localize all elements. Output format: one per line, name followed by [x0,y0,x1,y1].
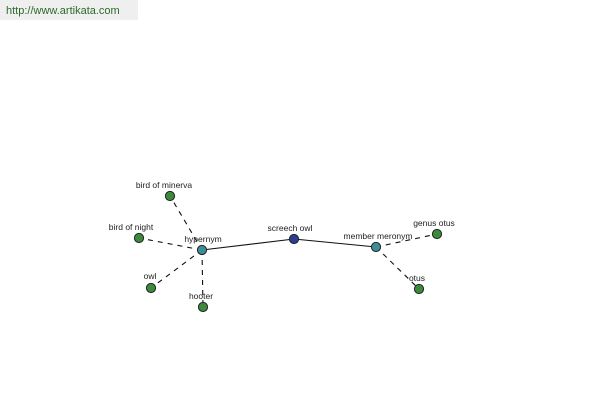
node-dot-otus[interactable] [413,283,425,295]
node-dot-owl[interactable] [145,282,157,294]
node-hooter[interactable]: hooter [189,291,213,313]
edge-screech-owl-to-hypernym [201,238,295,251]
node-label-owl[interactable]: owl [144,271,157,281]
node-screech-owl[interactable]: screech owl [268,223,313,245]
node-dot-bird-of-night[interactable] [133,232,145,244]
edge-hypernym-to-bird-of-minerva [169,195,203,251]
node-dot-hooter[interactable] [197,301,209,313]
edge-hypernym-to-owl [150,249,203,289]
node-label-member-meronym[interactable]: member meronym [344,231,413,241]
node-dot-hypernym[interactable] [196,244,208,256]
edge-member-meronym-to-genus-otus [375,233,438,248]
source-url[interactable]: http://www.artikata.com [0,0,138,20]
node-genus-otus[interactable]: genus otus [413,218,455,240]
node-label-otus[interactable]: otus [409,273,425,283]
node-label-genus-otus[interactable]: genus otus [413,218,455,228]
node-label-hypernym[interactable]: hypernym [184,234,221,244]
edge-hypernym-to-bird-of-night [138,237,203,251]
node-label-screech-owl[interactable]: screech owl [268,223,313,233]
node-owl[interactable]: owl [144,271,157,294]
edge-screech-owl-to-member-meronym [293,238,377,248]
node-bird-of-night[interactable]: bird of night [109,222,154,244]
node-label-hooter[interactable]: hooter [189,291,213,301]
edge-member-meronym-to-otus [375,246,420,290]
graph-nodes: screech owl hypernym member meronym bird of… [109,180,455,313]
node-label-bird-of-night[interactable]: bird of night [109,222,154,232]
node-otus[interactable]: otus [409,273,425,295]
node-label-bird-of-minerva[interactable]: bird of minerva [136,180,192,190]
node-member-meronym[interactable]: member meronym [344,231,413,253]
node-dot-genus-otus[interactable] [431,228,443,240]
node-dot-screech-owl[interactable] [288,233,300,245]
node-dot-member-meronym[interactable] [370,241,382,253]
node-bird-of-minerva[interactable]: bird of minerva [136,180,192,202]
node-hypernym[interactable]: hypernym [184,234,222,256]
node-dot-bird-of-minerva[interactable] [164,190,176,202]
graph-edges [138,195,438,308]
